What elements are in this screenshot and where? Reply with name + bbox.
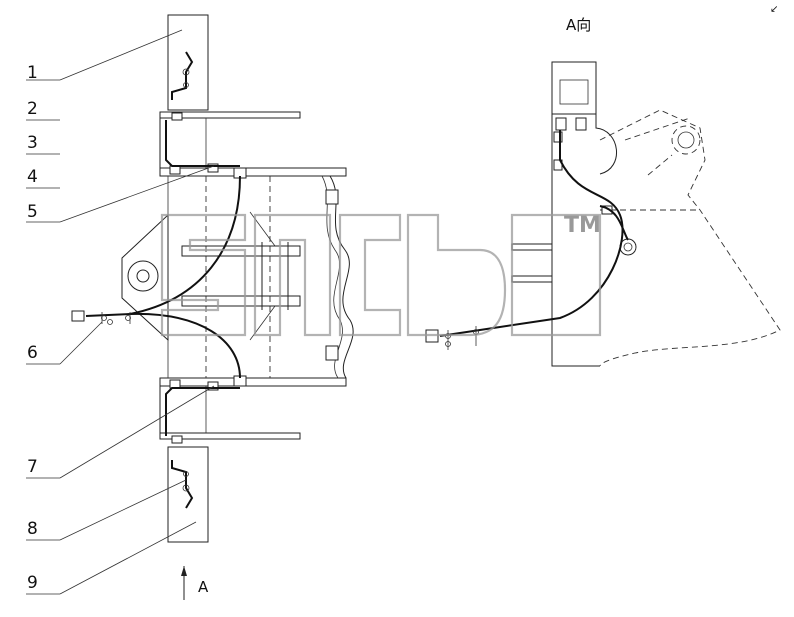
callout-5: 5	[27, 202, 38, 222]
callout-4: 4	[27, 167, 38, 187]
callout-1: 1	[27, 63, 38, 83]
callout-9: 9	[27, 573, 38, 593]
view-a	[425, 61, 781, 367]
top-mounting-plate	[167, 14, 209, 111]
front-view	[71, 14, 354, 600]
view-arrow-label: A	[198, 578, 209, 596]
callouts: 1 2 3 4 5 6 7 8 9	[26, 29, 215, 595]
svg-text:↙: ↙	[770, 4, 778, 15]
watermark-mark: TM	[564, 213, 601, 238]
callout-7: 7	[27, 457, 38, 477]
callout-8: 8	[27, 519, 38, 539]
watermark: TM	[160, 213, 602, 337]
callout-3: 3	[27, 133, 38, 153]
callout-6: 6	[27, 343, 38, 363]
bottom-mounting-plate	[167, 446, 209, 543]
callout-2: 2	[27, 99, 38, 119]
view-title: A向	[566, 16, 591, 34]
